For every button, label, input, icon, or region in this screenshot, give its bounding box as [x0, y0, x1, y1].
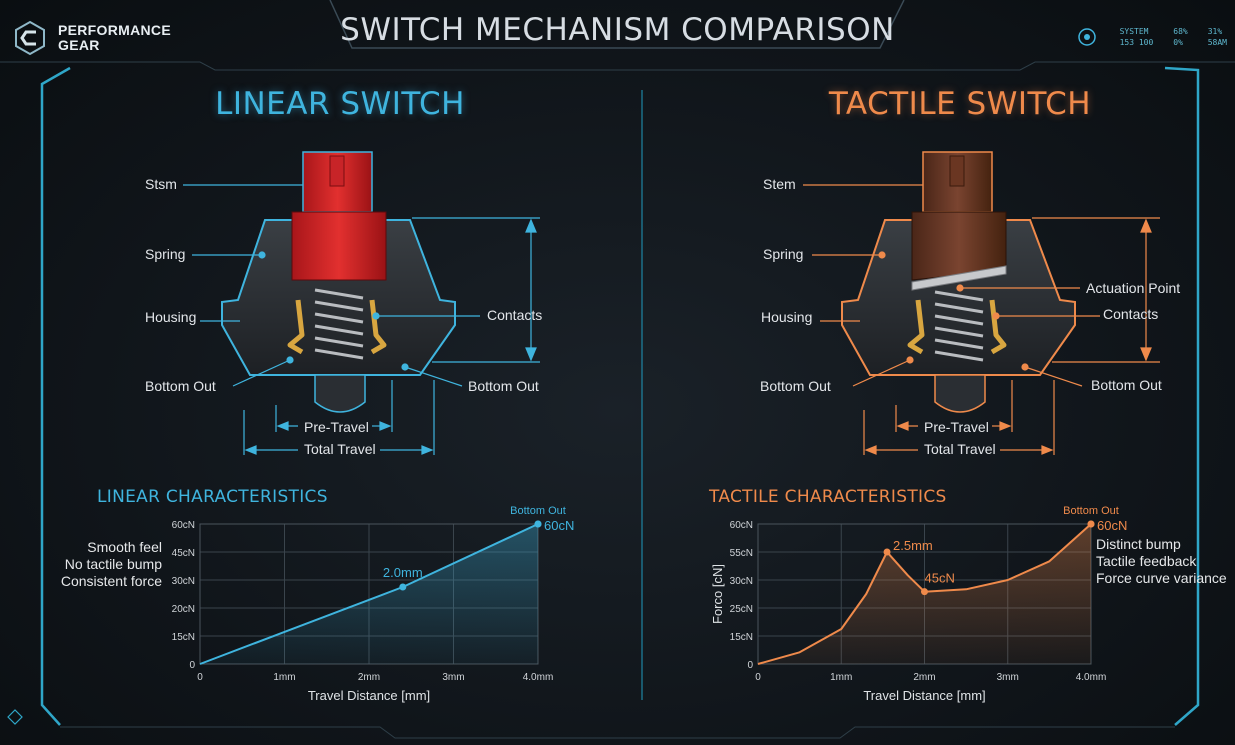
linear-characteristics-title: LINEAR CHARACTERISTICS: [97, 487, 328, 507]
linear-features: Smooth feel No tactile bump Consistent f…: [40, 539, 162, 590]
x-tick-label: 2mm: [913, 672, 935, 683]
tactile-stem-label: Stem: [763, 176, 796, 192]
linear-total-travel-label: Total Travel: [304, 441, 376, 457]
tactile-pre-travel-label: Pre-Travel: [924, 419, 989, 435]
annotation-label: 60cN: [544, 518, 574, 533]
tactile-bottom-out-right-label: Bottom Out: [1091, 377, 1162, 393]
y-tick-label: 45cN: [172, 548, 195, 559]
tactile-characteristics-title: TACTILE CHARACTERISTICS: [709, 487, 947, 507]
linear-spring-label: Spring: [145, 246, 186, 262]
linear-pre-travel-label: Pre-Travel: [304, 419, 369, 435]
status-text: 153 100: [1119, 38, 1154, 47]
y-tick-label: 20cN: [172, 604, 195, 615]
status-text: 68%: [1173, 27, 1188, 36]
y-tick-label: 0: [747, 660, 753, 671]
tactile-features: Distinct bump Tactile feedback Force cur…: [1096, 536, 1227, 587]
x-axis-label: Travel Distance [mm]: [863, 688, 985, 703]
annotation-label: Bottom Out: [1063, 505, 1119, 517]
system-status-icon: [1078, 28, 1096, 46]
status-text: 31%: [1207, 27, 1223, 36]
y-tick-label: 30cN: [172, 576, 195, 587]
feature-item: Consistent force: [60, 573, 162, 589]
spring: [314, 288, 364, 360]
tactile-actuation-point-label: Actuation Point: [1086, 280, 1181, 296]
x-tick-label: 1mm: [273, 672, 295, 683]
linear-stem-label: Stsm: [145, 176, 177, 192]
y-tick-label: 55cN: [730, 548, 753, 559]
y-tick-label: 25cN: [730, 604, 753, 615]
status-text: SYSTEM: [1119, 27, 1149, 36]
system-status: SYSTEM 153 100 68% 0% 31% 58AM: [1120, 26, 1227, 48]
housing: [221, 219, 456, 376]
tactile-housing-label: Housing: [761, 309, 813, 325]
linear-bottom-out-left-label: Bottom Out: [145, 378, 216, 394]
brand-line-1: PERFORMANCE: [58, 22, 171, 38]
data-point: [534, 520, 542, 528]
spring: [934, 290, 984, 362]
annotation-label: 2.0mm: [383, 565, 423, 580]
annotation-label: 2.5mm: [893, 538, 933, 553]
header-bar: PERFORMANCE GEAR SWITCH MECHANISM COMPAR…: [0, 0, 1235, 62]
tactile-switch-title: TACTILE SWITCH: [828, 86, 1092, 122]
x-tick-label: 1mm: [830, 672, 852, 683]
feature-item: Distinct bump: [1096, 536, 1181, 552]
annotation-label: 45cN: [925, 571, 955, 586]
x-tick-label: 4.0mm: [523, 672, 554, 683]
tactile-force-chart: 0 1mm 2mm 3mm 4.0mm 0 15cN 25cN 30cN 55cN 60cN 2.5m…: [710, 505, 1127, 703]
y-tick-label: 30cN: [730, 576, 753, 587]
linear-contacts-label: Contacts: [487, 307, 543, 323]
data-point: [883, 548, 891, 556]
feature-item: Force curve variance: [1096, 570, 1227, 586]
data-point: [399, 583, 407, 591]
housing: [841, 219, 1076, 376]
x-tick-label: 3mm: [997, 672, 1019, 683]
tactile-switch-diagram: [803, 151, 1160, 455]
brand-line-2: GEAR: [58, 37, 100, 53]
series-line: [757, 523, 1092, 665]
linear-bottom-out-right-label: Bottom Out: [468, 378, 539, 394]
tactile-contacts-label: Contacts: [1103, 306, 1159, 322]
y-tick-label: 0: [189, 660, 195, 671]
x-tick-label: 2mm: [358, 672, 380, 683]
status-text: 58AM: [1207, 38, 1227, 47]
y-tick-label: 15cN: [730, 632, 753, 643]
x-tick-label: 0: [755, 672, 761, 683]
series-area: [200, 524, 538, 664]
y-axis-label: Forco [cN]: [710, 564, 725, 624]
feature-item: Tactile feedback: [1096, 553, 1197, 569]
linear-housing-label: Housing: [145, 309, 197, 325]
tactile-bottom-out-left-label: Bottom Out: [760, 378, 831, 394]
linear-switch-diagram: [183, 151, 540, 455]
linear-force-chart: 0 1mm 2mm 3mm 4.0mm 0 15cN 20cN 30cN 45cN 60cN 2.0m…: [172, 505, 575, 703]
x-tick-label: 3mm: [442, 672, 464, 683]
y-tick-label: 60cN: [730, 520, 753, 531]
status-text: 0%: [1173, 38, 1183, 47]
linear-switch-title: LINEAR SWITCH: [215, 86, 465, 122]
x-tick-label: 0: [197, 672, 203, 683]
x-axis-label: Travel Distance [mm]: [308, 688, 430, 703]
data-point: [1087, 520, 1095, 528]
brand: PERFORMANCE GEAR: [12, 20, 171, 56]
x-tick-label: 4.0mm: [1076, 672, 1107, 683]
annotation-label: 60cN: [1097, 518, 1127, 533]
brand-logo-icon: [15, 20, 45, 56]
feature-item: Smooth feel: [87, 539, 162, 555]
y-tick-label: 15cN: [172, 632, 195, 643]
annotation-label: Bottom Out: [510, 505, 566, 517]
y-tick-label: 60cN: [172, 520, 195, 531]
page-title: SWITCH MECHANISM COMPARISON: [340, 12, 895, 48]
feature-item: No tactile bump: [64, 556, 162, 572]
tactile-spring-label: Spring: [763, 246, 804, 262]
tactile-total-travel-label: Total Travel: [924, 441, 996, 457]
data-point: [921, 588, 928, 596]
